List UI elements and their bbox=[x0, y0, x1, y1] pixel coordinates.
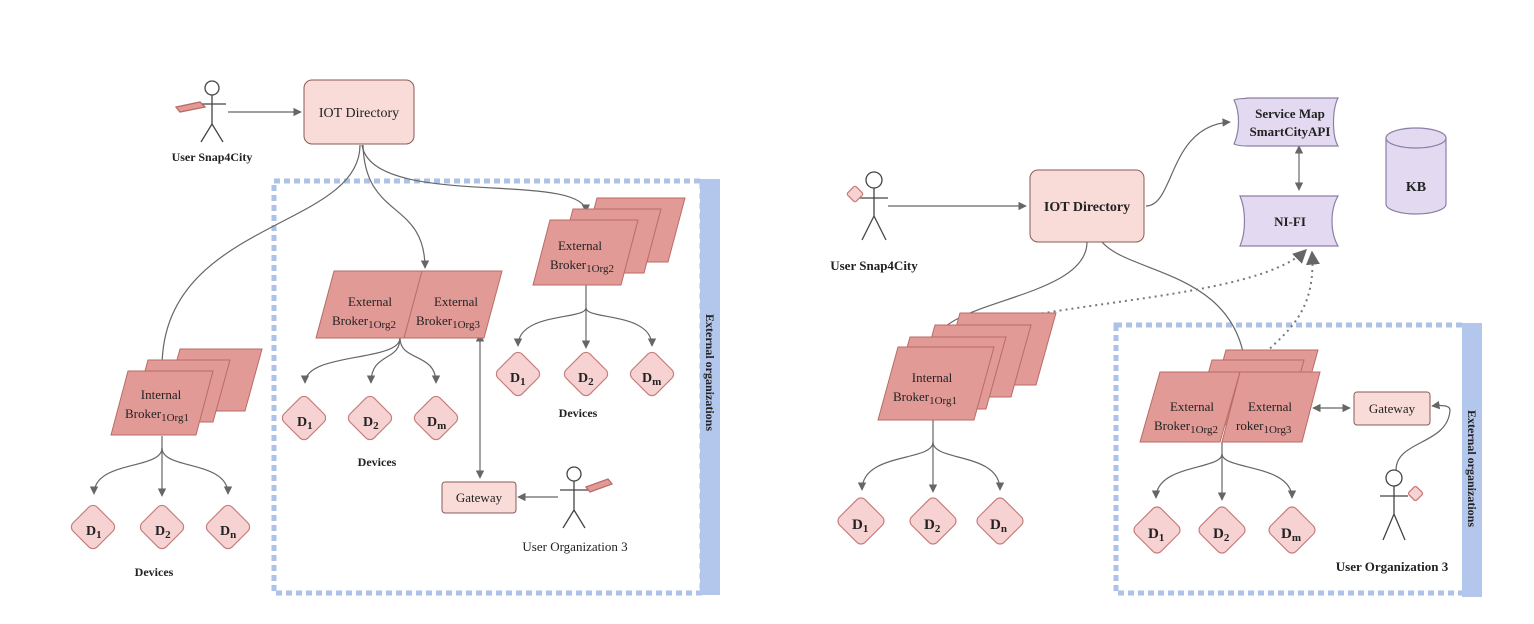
external-broker3-line1: External bbox=[434, 294, 478, 309]
external-organizations-band-right bbox=[1462, 323, 1482, 597]
internal-broker-line2: Broker1Org1 bbox=[125, 406, 189, 424]
external-organizations-label-right: External organizations bbox=[1465, 410, 1479, 527]
right-ext-device-d1-label: D1 bbox=[1148, 526, 1164, 544]
kb-label: KB bbox=[1406, 180, 1426, 195]
device-dn-label: Dn bbox=[220, 524, 236, 541]
external-broker3-line1-right: External bbox=[1248, 399, 1292, 414]
internal-broker-line1: Internal bbox=[141, 387, 182, 402]
device-dn bbox=[205, 504, 251, 550]
right-device-d1-label: D1 bbox=[852, 517, 868, 535]
external-broker3-line2-right: roker1Org3 bbox=[1236, 418, 1292, 436]
external-broker-top-line1: External bbox=[558, 238, 602, 253]
device-d1 bbox=[70, 504, 116, 550]
internal-devices bbox=[70, 504, 251, 550]
device-d1-label: D1 bbox=[86, 524, 102, 541]
user-snap4city-actor-right bbox=[846, 171, 888, 241]
devices-label-internal: Devices bbox=[135, 565, 174, 579]
left-connectors bbox=[89, 107, 657, 502]
iot-directory-node-right bbox=[1029, 169, 1145, 243]
user-snap4city-actor bbox=[174, 80, 226, 143]
iot-directory-label-right: IOT Directory bbox=[1044, 200, 1130, 215]
user-org3-label-right: User Organization 3 bbox=[1336, 559, 1449, 574]
devices-label-mid: Devices bbox=[358, 455, 397, 469]
right-connectors bbox=[857, 118, 1451, 501]
right-device-dn-label: Dn bbox=[990, 517, 1007, 535]
devices-label-top: Devices bbox=[559, 406, 598, 420]
user-org3-label: User Organization 3 bbox=[522, 539, 627, 554]
external-organizations-band bbox=[700, 179, 720, 595]
gateway-label-right: Gateway bbox=[1369, 401, 1416, 416]
right-dotted-links bbox=[932, 249, 1320, 373]
internal-broker-stack-right bbox=[877, 312, 1057, 421]
service-map-node bbox=[1233, 97, 1340, 147]
user-org3-actor-right bbox=[1380, 469, 1424, 541]
gateway-label: Gateway bbox=[456, 490, 503, 505]
iot-directory-label: IOT Directory bbox=[319, 106, 399, 121]
right-device-d2-label: D2 bbox=[924, 517, 941, 535]
service-map-line1: Service Map bbox=[1255, 106, 1325, 121]
top-device-d2-label: D2 bbox=[578, 371, 594, 388]
nifi-node bbox=[1239, 195, 1340, 247]
external-organizations-label: External organizations bbox=[703, 314, 717, 431]
gateway-node bbox=[441, 481, 517, 514]
right-ext-device-dm-label: Dm bbox=[1281, 526, 1301, 544]
device-d2-label: D2 bbox=[155, 524, 171, 541]
external-mid-devices bbox=[281, 395, 459, 441]
internal-devices-right bbox=[837, 497, 1024, 545]
external-devices-right bbox=[1133, 506, 1316, 554]
top-device-d1-label: D1 bbox=[510, 371, 526, 388]
external-broker3-line2: Broker1Org3 bbox=[416, 313, 481, 331]
mid-device-dm-label: Dm bbox=[427, 415, 446, 432]
user-org3-actor bbox=[560, 466, 614, 529]
internal-broker-line1-right: Internal bbox=[912, 370, 953, 385]
kb-database bbox=[1385, 127, 1447, 215]
external-broker-stack-right bbox=[1139, 349, 1321, 443]
external-broker2-line1: External bbox=[348, 294, 392, 309]
device-d2 bbox=[139, 504, 185, 550]
nifi-label: NI-FI bbox=[1274, 214, 1306, 229]
external-broker-top-line2: Broker1Org2 bbox=[550, 257, 614, 275]
gateway-node-right bbox=[1353, 391, 1431, 426]
internal-broker-line2-right: Broker1Org1 bbox=[893, 389, 957, 407]
external-top-devices bbox=[495, 351, 675, 397]
external-broker-pair bbox=[315, 270, 503, 339]
user-snap4city-label: User Snap4City bbox=[172, 150, 253, 164]
mid-device-d2-label: D2 bbox=[363, 415, 379, 432]
right-ext-device-d2-label: D2 bbox=[1213, 526, 1230, 544]
user-snap4city-label-right: User Snap4City bbox=[830, 258, 918, 273]
iot-directory-node bbox=[303, 79, 415, 145]
service-map-line2: SmartCityAPI bbox=[1250, 124, 1331, 139]
right-diagram: External organizations IOT bbox=[830, 97, 1482, 597]
external-broker-top-stack bbox=[532, 197, 686, 286]
external-broker2-line2-right: Broker1Org2 bbox=[1154, 418, 1218, 436]
external-broker2-line2: Broker1Org2 bbox=[332, 313, 396, 331]
top-device-dm-label: Dm bbox=[642, 371, 661, 388]
internal-broker-stack bbox=[110, 348, 263, 436]
mid-device-d1-label: D1 bbox=[297, 415, 313, 432]
external-broker2-line1-right: External bbox=[1170, 399, 1214, 414]
left-diagram: External organizations IOT Di bbox=[70, 79, 720, 596]
